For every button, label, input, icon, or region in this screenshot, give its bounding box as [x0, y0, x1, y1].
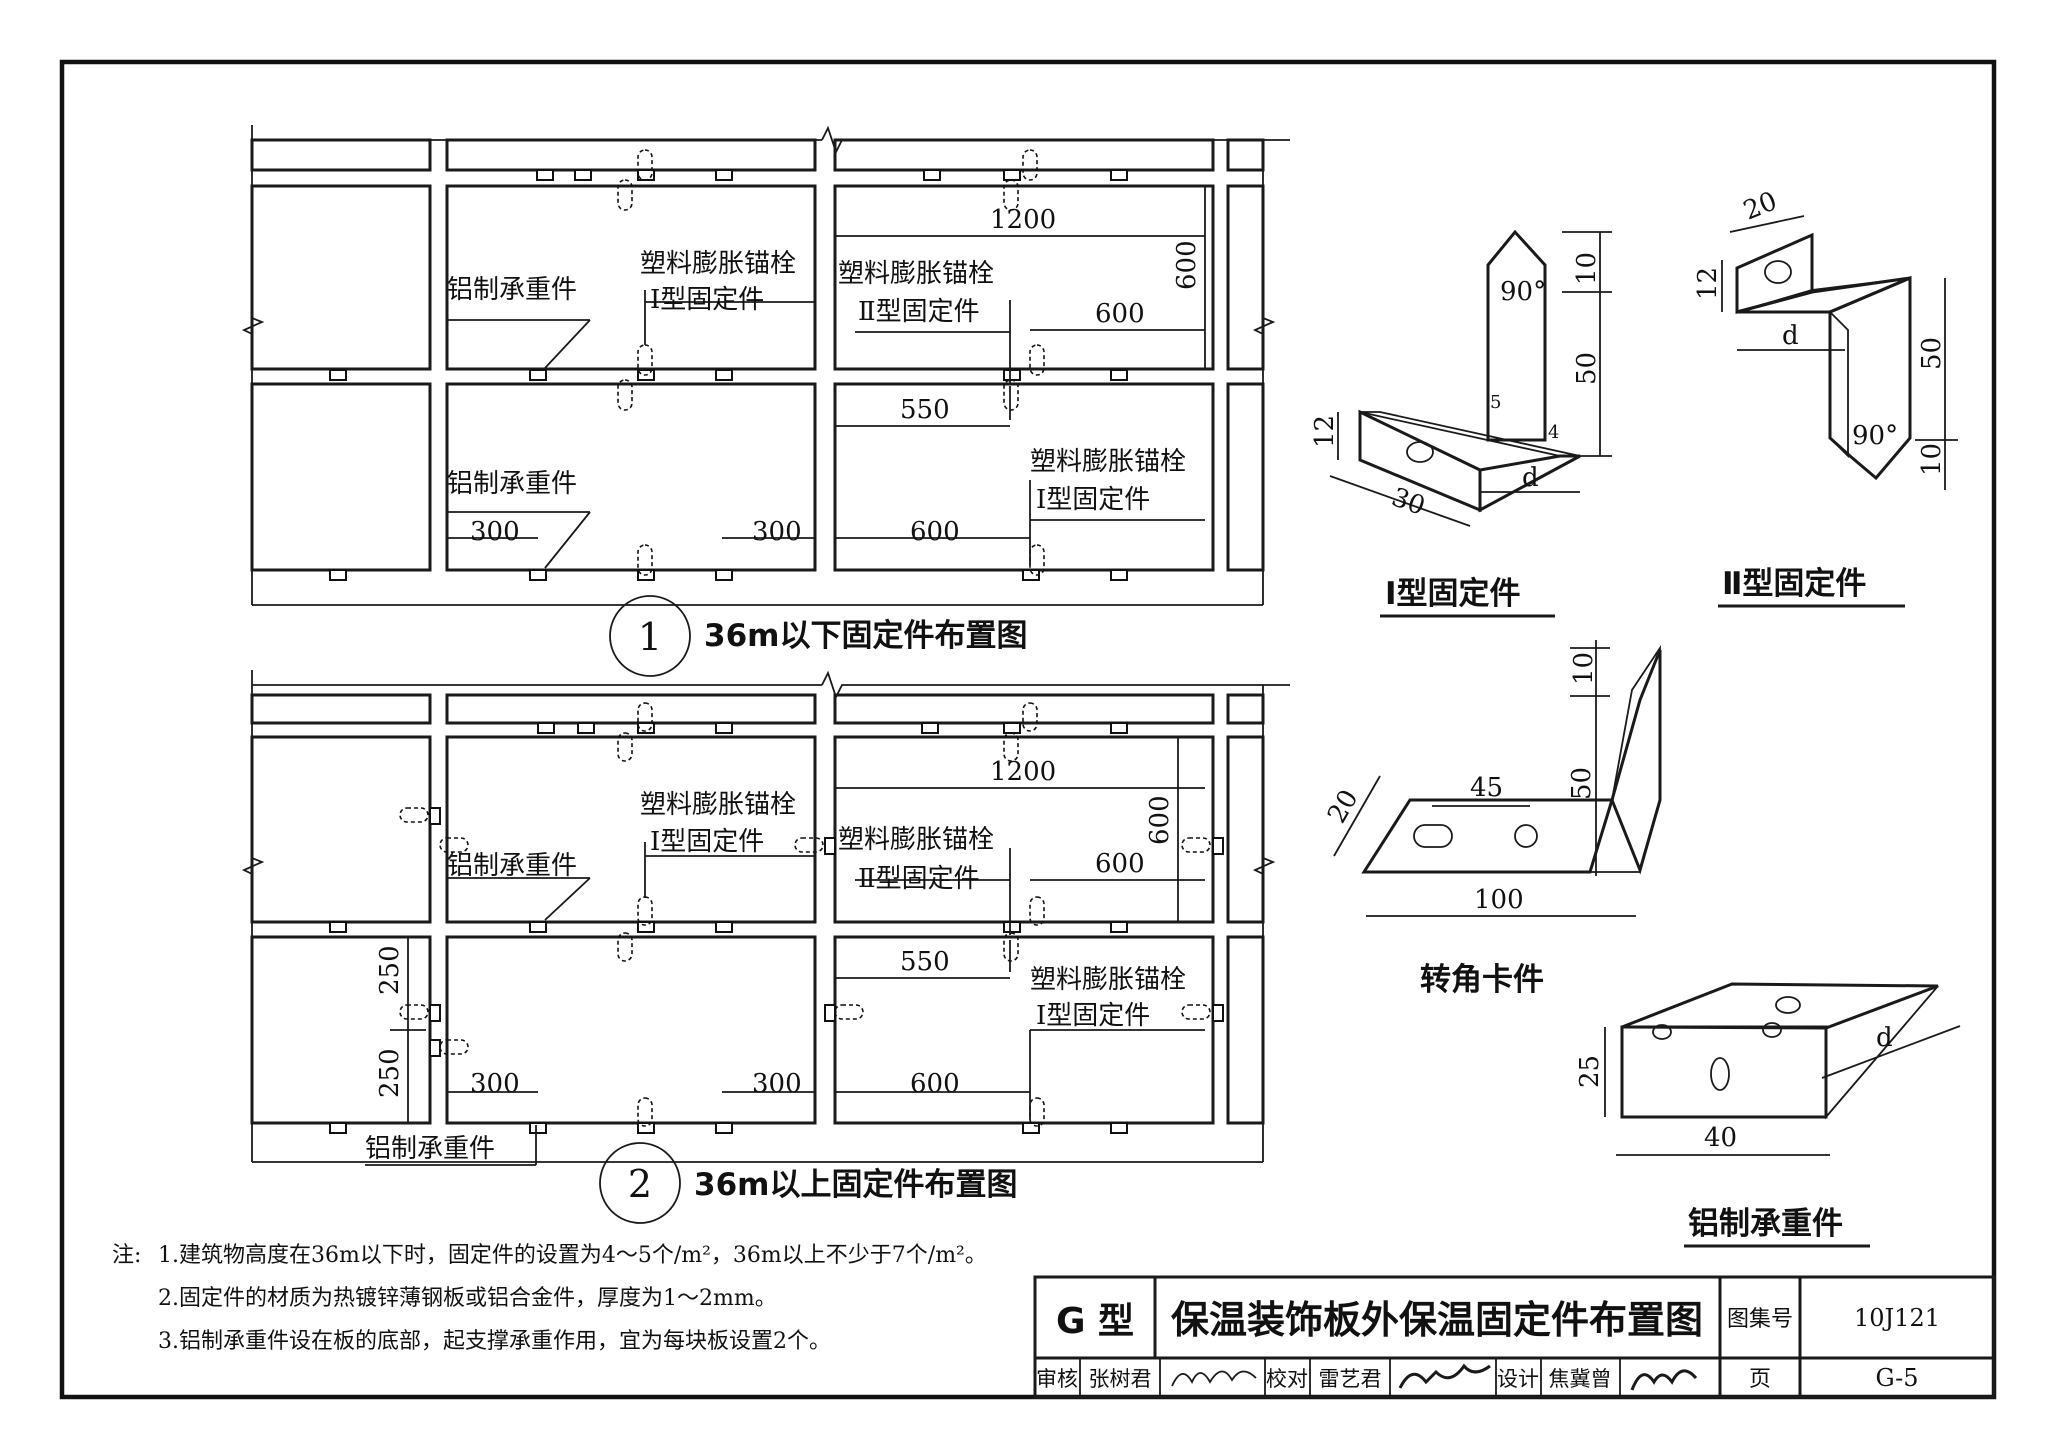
fig1-label-al-bearer-top: 铝制承重件 [447, 275, 577, 305]
t1-dim-4: 4 [1548, 422, 1559, 443]
fig2-dim-300-left: 300 [470, 1069, 520, 1099]
fig2-label-anchor-1: 塑料膨胀锚栓 [640, 790, 796, 820]
t2-dim-20: 20 [1739, 186, 1781, 226]
figure-1-layout: 1200 600 600 550 300 300 600 铝制承重件 塑料膨胀锚… [241, 125, 1290, 677]
t2-dim-d: d [1782, 321, 1799, 351]
part-corner-drawing: 10 45 20 50 100 转角卡件 [1322, 640, 1662, 998]
design-name: 焦冀曾 [1549, 1367, 1612, 1391]
atlas-label: 图集号 [1727, 1307, 1793, 1332]
fig1-label-al-bearer-bottom: 铝制承重件 [447, 469, 577, 499]
bearer-dim-d: d [1876, 1023, 1893, 1053]
corner-dim-20: 20 [1322, 785, 1365, 829]
fig1-label-anchor-2: 塑料膨胀锚栓 [838, 259, 994, 289]
figure-2-layout: 1200 600 600 550 250 250 300 300 600 铝制承… [241, 670, 1290, 1224]
design-label: 设计 [1497, 1367, 1539, 1391]
check-signature [1398, 1363, 1491, 1389]
fig2-label-type1-a: Ⅰ型固定件 [650, 827, 764, 857]
fig1-number: 1 [638, 615, 662, 659]
notes-block: 注: 1.建筑物高度在36m以下时，固定件的设置为4～5个/m²，36m以上不少… [112, 1243, 987, 1354]
t1-dim-d: d [1522, 463, 1539, 493]
fig2-dim-550: 550 [900, 947, 950, 977]
fig2-label-anchor-3: 塑料膨胀锚栓 [1030, 965, 1186, 995]
fig1-title: 36m以下固定件布置图 [704, 618, 1027, 654]
review-name: 张树君 [1089, 1367, 1152, 1391]
t2-dim-12: 12 [1693, 267, 1723, 300]
t2-dim-50: 50 [1917, 337, 1947, 370]
fig1-dim-600-bottom: 600 [910, 517, 960, 547]
part-corner-title: 转角卡件 [1420, 962, 1544, 998]
fig2-number: 2 [628, 1162, 652, 1206]
title-block: G 型 保温装饰板外保温固定件布置图 图集号 10J121 页 G-5 审核 张… [1033, 1275, 1996, 1399]
bearer-dim-25: 25 [1575, 1055, 1605, 1088]
fig1-dim-600-h: 600 [1095, 299, 1145, 329]
fig2-title: 36m以上固定件布置图 [694, 1167, 1017, 1203]
corner-dim-45: 45 [1470, 773, 1503, 803]
system-type: G 型 [1056, 1301, 1134, 1342]
t1-dim-5: 5 [1490, 392, 1501, 413]
fig2-dim-250-bottom: 250 [375, 1048, 405, 1098]
fig2-number-circle [599, 1142, 681, 1224]
review-label: 审核 [1036, 1367, 1078, 1391]
t1-dim-12: 12 [1310, 415, 1340, 448]
t1-dim-10: 10 [1572, 252, 1602, 285]
fig2-dim-600-bottom: 600 [910, 1069, 960, 1099]
t1-dim-50: 50 [1572, 352, 1602, 385]
check-label: 校对 [1266, 1367, 1308, 1391]
fig2-label-anchor-2: 塑料膨胀锚栓 [838, 825, 994, 855]
part-type2-drawing: 20 12 d 50 90° 10 Ⅱ型固定件 [1693, 186, 1958, 608]
note-2: 2.固定件的材质为热镀锌薄钢板或铝合金件，厚度为1～2mm。 [158, 1286, 777, 1311]
fig1-dim-300-right: 300 [752, 517, 802, 547]
fig2-dim-1200: 1200 [990, 757, 1056, 787]
corner-dim-100: 100 [1474, 885, 1524, 915]
notes-prefix: 注: [112, 1243, 141, 1268]
review-signature [1171, 1370, 1257, 1387]
t1-dim-30: 30 [1388, 482, 1429, 522]
part-type2-title: Ⅱ型固定件 [1722, 566, 1866, 602]
fig2-label-type2: Ⅱ型固定件 [858, 864, 980, 894]
fig1-label-anchor-1: 塑料膨胀锚栓 [640, 249, 796, 279]
t1-angle: 90° [1500, 277, 1546, 307]
corner-dim-50: 50 [1567, 767, 1597, 800]
t2-angle: 90° [1852, 421, 1898, 451]
page-number: G-5 [1876, 1364, 1919, 1392]
fig1-dim-600-v: 600 [1172, 240, 1202, 290]
fig1-dim-300-left: 300 [470, 517, 520, 547]
fig2-dim-250-top: 250 [375, 945, 405, 995]
fig1-number-circle [609, 595, 691, 677]
fig1-label-type1-b: Ⅰ型固定件 [1036, 485, 1150, 515]
sheet-border [59, 59, 1997, 1400]
design-signature [1630, 1369, 1698, 1391]
part-bearer-drawing: 25 d 40 铝制承重件 [1575, 982, 1961, 1248]
fig2-label-al-bearer-bottom: 铝制承重件 [365, 1134, 495, 1164]
fig1-dim-1200: 1200 [990, 205, 1056, 235]
part-bearer-title: 铝制承重件 [1688, 1206, 1843, 1242]
atlas-number: 10J121 [1854, 1304, 1940, 1332]
page-label: 页 [1749, 1367, 1771, 1392]
part-type1-drawing: 90° 10 50 5 4 12 30 d Ⅰ型固定件 [1310, 229, 1612, 618]
fig1-label-type1-a: Ⅰ型固定件 [650, 285, 764, 315]
note-3: 3.铝制承重件设在板的底部，起支撑承重作用，宜为每块板设置2个。 [158, 1329, 831, 1354]
check-name: 雷艺君 [1319, 1367, 1382, 1391]
fig2-label-al-bearer: 铝制承重件 [447, 851, 577, 881]
fig2-dim-600-v: 600 [1145, 795, 1175, 845]
fig2-dim-300-right: 300 [752, 1069, 802, 1099]
part-type1-title: Ⅰ型固定件 [1385, 576, 1521, 612]
bearer-dim-40: 40 [1704, 1123, 1737, 1153]
corner-dim-10: 10 [1569, 652, 1599, 685]
fig1-label-anchor-3: 塑料膨胀锚栓 [1030, 447, 1186, 477]
fig2-label-type1-b: Ⅰ型固定件 [1036, 1001, 1150, 1031]
fig2-dim-600-h: 600 [1095, 849, 1145, 879]
drawing-title: 保温装饰板外保温固定件布置图 [1171, 1298, 1703, 1342]
t2-dim-10: 10 [1917, 443, 1947, 476]
fig1-label-type2: Ⅱ型固定件 [858, 297, 980, 327]
note-1: 1.建筑物高度在36m以下时，固定件的设置为4～5个/m²，36m以上不少于7个… [158, 1243, 987, 1268]
fig1-dim-550: 550 [900, 395, 950, 425]
